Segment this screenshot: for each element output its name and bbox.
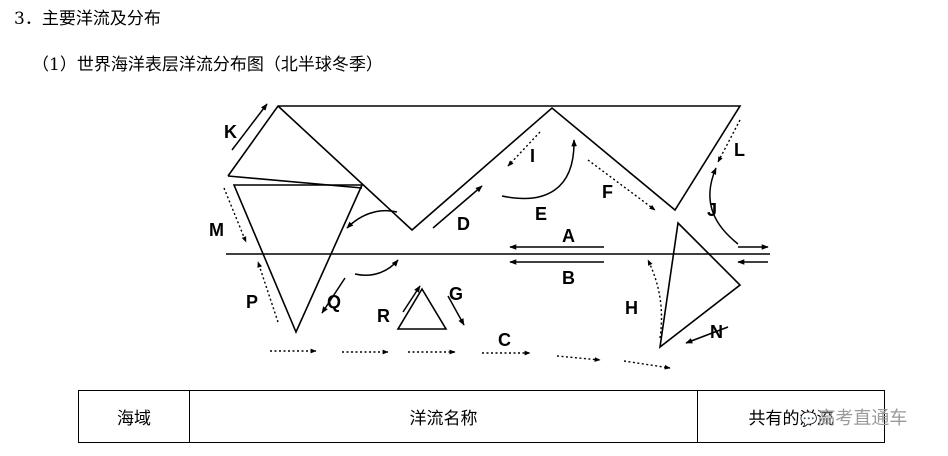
label-n: N	[710, 322, 723, 342]
label-b: B	[562, 268, 575, 288]
label-l: L	[734, 140, 745, 160]
current-arrow-g	[447, 295, 465, 326]
current-arrow-r	[402, 285, 421, 313]
current-arrow-m	[223, 187, 247, 243]
warm-current-arrows	[231, 103, 769, 344]
south-america-continent	[232, 184, 364, 335]
section-heading: 3．主要洋流及分布	[14, 9, 161, 29]
current-arrow-south-america-loop	[346, 209, 398, 229]
current-arrow-i	[507, 131, 541, 167]
label-r: R	[377, 306, 390, 326]
label-m: M	[209, 220, 224, 240]
current-arrow-j	[709, 167, 739, 245]
north-bay-line	[227, 175, 363, 189]
label-e: E	[535, 204, 547, 224]
watermark-text: 高考直通车	[817, 408, 908, 429]
north-america-eurasia-outline	[227, 105, 742, 232]
label-g: G	[449, 284, 463, 304]
africa-continent	[658, 221, 742, 349]
ocean-current-diagram: K I L F E J D M A B G P Q H R N C	[209, 103, 770, 370]
current-arrow-f	[587, 159, 656, 211]
current-arrow-d	[432, 185, 483, 229]
label-i: I	[530, 146, 535, 166]
label-d: D	[457, 214, 470, 234]
header-shared-current: 共有的洋流	[697, 390, 885, 443]
current-arrow-equator-loop	[354, 259, 399, 276]
current-table: 海域 洋流名称 共有的洋流	[78, 390, 885, 443]
current-arrow-c5	[556, 355, 601, 362]
current-arrow-k	[231, 103, 268, 151]
label-a: A	[562, 226, 575, 246]
table-header-row: 海域 洋流名称 共有的洋流	[78, 390, 885, 443]
label-f: F	[602, 182, 613, 202]
coastline-shapes	[227, 105, 742, 349]
label-h: H	[625, 298, 638, 318]
label-c: C	[498, 330, 511, 350]
current-arrow-p	[257, 261, 279, 323]
label-j: J	[707, 200, 717, 220]
watermark: 💬高考直通车	[800, 404, 907, 430]
australia-continent	[396, 287, 448, 330]
current-arrow-l	[717, 119, 741, 163]
current-arrow-h	[647, 259, 663, 339]
label-p: P	[246, 292, 258, 312]
header-sea-area: 海域	[78, 390, 190, 443]
label-k: K	[224, 122, 237, 142]
label-q: Q	[327, 292, 341, 312]
current-arrow-c6	[623, 360, 671, 370]
current-arrow-q	[321, 277, 346, 314]
current-labels: K I L F E J D M A B G P Q H R N C	[209, 122, 745, 350]
header-current-name: 洋流名称	[189, 390, 698, 443]
current-arrow-e	[501, 139, 577, 200]
figure-caption: （1）世界海洋表层洋流分布图（北半球冬季）	[32, 55, 383, 75]
current-arrow-n	[685, 326, 729, 344]
cold-current-arrows	[223, 119, 741, 370]
chat-bubble-icon: 💬	[800, 412, 818, 428]
